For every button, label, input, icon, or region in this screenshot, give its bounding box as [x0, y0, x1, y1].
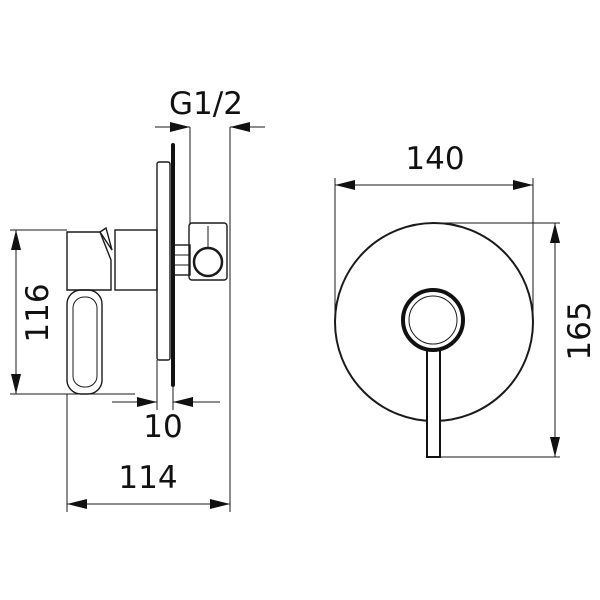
connector	[173, 244, 191, 276]
dim-depth-label: 114	[118, 460, 177, 496]
inlet-pipe	[192, 246, 224, 278]
handle-detail	[99, 226, 113, 251]
arrow-head	[170, 122, 190, 132]
lever-slot	[72, 296, 98, 388]
handle-body	[66, 231, 112, 291]
knob-inner	[408, 295, 458, 345]
arrow-head	[335, 180, 355, 190]
dim-width-label: 140	[405, 141, 464, 177]
arrow-head	[11, 374, 21, 394]
arrow-head	[173, 397, 193, 407]
inlet-bracket	[188, 222, 228, 281]
front-view: 140 165	[334, 141, 598, 458]
lever-front	[426, 344, 441, 458]
arrow-head	[137, 397, 157, 407]
dim-height-label: 116	[20, 283, 56, 342]
handle-knob	[401, 288, 465, 352]
side-view: G1/2 116 10 114	[10, 86, 265, 512]
valve-neck	[114, 229, 158, 291]
arrow-head	[230, 122, 250, 132]
arrow-head	[210, 499, 230, 509]
dim-thread-label: G1/2	[169, 86, 243, 122]
dim-front-height-label: 165	[562, 301, 598, 360]
dim-gap-label: 10	[143, 409, 182, 445]
arrow-head	[513, 180, 533, 190]
cover-plate-side	[156, 161, 171, 361]
arrow-head	[67, 499, 87, 509]
arrow-head	[11, 230, 21, 250]
arrow-head	[550, 437, 560, 457]
arrow-head	[550, 223, 560, 243]
